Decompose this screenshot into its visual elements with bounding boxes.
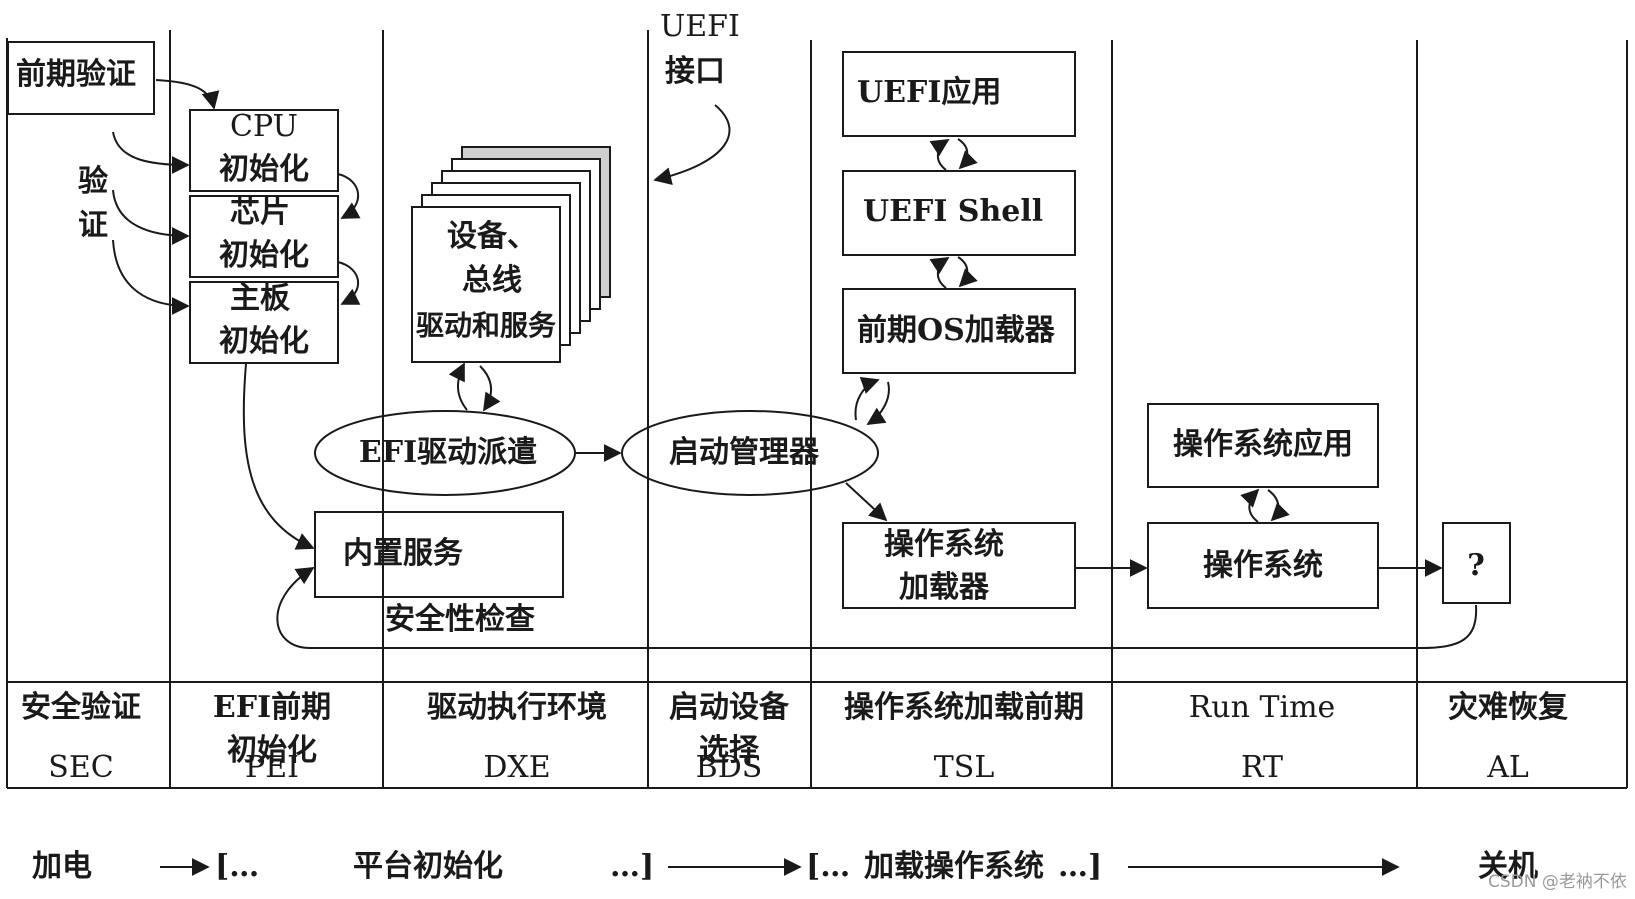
builtin-services-box: [314, 511, 564, 598]
cpu-init-box: [189, 109, 339, 192]
arrow-earlyloader-to-shell: [929, 257, 950, 289]
phase-bds-name-line2: 选择: [699, 733, 759, 768]
boot-manager-ellipse: [621, 410, 879, 496]
chip-init-line2: 初始化: [219, 238, 309, 273]
uefi-interface-line1: UEFI: [660, 9, 740, 44]
timeline-shutdown: 关机: [1478, 849, 1538, 884]
security-check-label: 安全性检查: [385, 602, 535, 637]
early-os-loader-label: 前期OS加载器: [857, 313, 1055, 348]
os-loader-line1: 操作系统: [884, 527, 1004, 562]
arrow-bootmgr-to-osloader: [845, 482, 888, 522]
arrow-verify-chip: [112, 189, 190, 245]
builtin-services-label: 内置服务: [343, 536, 463, 571]
phase-tsl-name: 操作系统加载前期: [844, 690, 1084, 725]
watermark: CSDN @老衲不依: [1488, 872, 1627, 892]
board-init-line2: 初始化: [219, 324, 309, 359]
phase-bds-abbr: BDS: [695, 750, 763, 785]
pre-verify-box: [7, 41, 155, 115]
cpu-init-line1: CPU: [230, 109, 298, 144]
arrow-osapp-to-os: [1267, 489, 1290, 522]
arrow-chip-to-board: [337, 261, 361, 305]
timeline-bracket-open-1: […: [215, 849, 260, 884]
phase-bds-name-line1: 启动设备: [669, 690, 789, 725]
cpu-init-line2: 初始化: [219, 152, 309, 187]
arrow-shell-to-app: [929, 139, 950, 171]
board-init-line1: 主板: [230, 281, 290, 316]
pre-verify-label: 前期验证: [16, 57, 136, 92]
phase-pei-abbr: PEI: [245, 750, 299, 785]
uefi-shell-box: [842, 170, 1076, 256]
arrow-app-to-shell: [957, 138, 978, 170]
arrow-drivers-to-dispatcher: [479, 365, 501, 412]
driver-stack: [411, 146, 611, 363]
phase-pei-name-line1: EFI前期: [212, 690, 332, 725]
phase-dxe-name: 驱动执行环境: [427, 690, 607, 725]
timeline-bracket-close-2: …]: [1058, 849, 1103, 884]
os-label: 操作系统: [1203, 548, 1323, 583]
phase-sec-abbr: SEC: [48, 750, 114, 785]
phase-sec-name: 安全验证: [21, 690, 141, 725]
phase-rt-abbr: RT: [1240, 750, 1284, 785]
phase-al-name: 灾难恢复: [1448, 690, 1568, 725]
arrow-cpu-to-chip: [337, 173, 361, 219]
timeline-load-os: 加载操作系统: [864, 849, 1044, 884]
unknown-label: ?: [1467, 548, 1485, 583]
early-os-loader-box: [842, 288, 1076, 374]
arrow-board-to-services: [242, 363, 315, 550]
uefi-app-label: UEFI应用: [857, 75, 1002, 110]
os-app-box: [1147, 403, 1379, 488]
os-loader-line2: 加载器: [899, 570, 989, 605]
chip-init-box: [189, 195, 339, 278]
drivers-line1: 设备、: [447, 219, 537, 254]
os-box: [1147, 522, 1379, 609]
phase-dxe-abbr: DXE: [483, 750, 551, 785]
uefi-shell-label: UEFI Shell: [863, 194, 1044, 229]
uefi-app-box: [842, 51, 1076, 137]
chip-init-line1: 芯片: [230, 195, 290, 230]
verify-label: 验证: [78, 164, 108, 243]
arrow-verify-board: [112, 239, 190, 315]
phase-pei-name-line2: 初始化: [227, 733, 317, 768]
drivers-line2: 总线: [462, 263, 522, 298]
phase-rt-name: Run Time: [1188, 690, 1336, 725]
timeline-bracket-close-1: …]: [610, 849, 655, 884]
arrow-bootmgr-to-earlyloader: [854, 376, 880, 421]
board-init-box: [189, 281, 339, 364]
timeline-platform-init: 平台初始化: [353, 849, 503, 884]
efi-dispatcher-label: EFI驱动派遣: [358, 435, 538, 470]
boot-manager-label: 启动管理器: [669, 435, 819, 470]
timeline-bracket-open-2: […: [806, 849, 851, 884]
arrow-verify-cpu: [112, 131, 190, 174]
arrow-earlyloader-to-bootmgr: [866, 381, 890, 425]
os-loader-box: [842, 522, 1076, 609]
arrow-preverify-to-cpu: [155, 79, 220, 110]
drivers-line3: 驱动和服务: [415, 309, 557, 342]
uefi-interface-line2: 接口: [665, 54, 725, 89]
arrow-rt-loop-back: [276, 567, 1478, 649]
arrow-uefi-interface: [653, 104, 731, 185]
unknown-box: [1442, 522, 1511, 604]
arrow-shell-to-earlyloader: [957, 256, 978, 288]
efi-dispatcher-ellipse: [314, 410, 576, 496]
phase-tsl-abbr: TSL: [933, 750, 995, 785]
os-app-label: 操作系统应用: [1173, 427, 1353, 462]
phase-al-abbr: AL: [1487, 750, 1529, 785]
arrow-os-to-osapp: [1240, 488, 1260, 523]
timeline-power-on: 加电: [32, 849, 92, 884]
arrow-dispatcher-to-drivers: [448, 362, 468, 411]
